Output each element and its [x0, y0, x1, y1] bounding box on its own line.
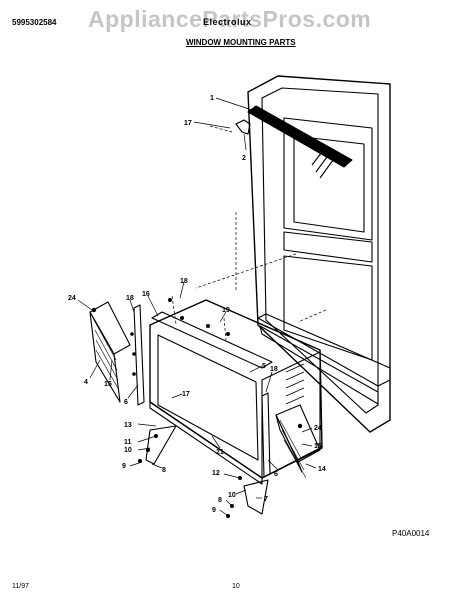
callout-11: 11: [124, 439, 132, 446]
callout-19: 19: [222, 307, 230, 314]
watermark: AppliancePartsPros.com: [88, 6, 372, 32]
callout-9: 9: [122, 463, 126, 470]
top-mounting-rail: [235, 105, 353, 168]
callout-15: 15: [314, 443, 322, 450]
left-side-panel: [89, 301, 131, 403]
left-strip: [133, 304, 145, 406]
part-number: 5995302584: [12, 18, 57, 27]
callout-18: 18: [126, 295, 134, 302]
window-frame: [247, 75, 391, 433]
callout-5: 5: [262, 363, 266, 370]
callout-8: 8: [162, 467, 166, 474]
right-strip: [261, 392, 271, 478]
callout-17: 17: [184, 120, 192, 127]
right-support-bracket: [243, 479, 269, 515]
callout-6: 6: [274, 471, 278, 478]
callout-18: 18: [180, 278, 188, 285]
callout-18: 18: [270, 366, 278, 373]
brand-name: Electrolux: [203, 17, 252, 27]
page-number: 10: [232, 583, 240, 590]
callout-4: 4: [84, 379, 88, 386]
callout-10: 10: [124, 447, 132, 454]
diagram-reference: P40A0014: [392, 529, 430, 538]
callout-14: 14: [318, 466, 326, 473]
callout-24: 24: [314, 425, 322, 432]
left-support-bracket: [145, 425, 177, 465]
footer-date: 11/97: [12, 583, 29, 590]
callout-12: 12: [212, 470, 220, 477]
callout-16: 16: [142, 291, 150, 298]
callout-21: 21: [216, 449, 224, 456]
top-channel: [151, 311, 273, 369]
callout-10: 10: [228, 492, 236, 499]
callout-8: 8: [218, 497, 222, 504]
callout-24: 24: [68, 295, 76, 302]
callout-13: 13: [124, 422, 132, 429]
callout-2: 2: [242, 155, 246, 162]
callout-6: 6: [124, 399, 128, 406]
callout-1: 1: [210, 95, 214, 102]
callout-15: 15: [104, 381, 112, 388]
right-side-panel: [275, 404, 321, 479]
cabinet: [149, 299, 323, 485]
callout-17: 17: [182, 391, 190, 398]
callout-9: 9: [212, 507, 216, 514]
callout-7: 7: [264, 496, 268, 503]
page-title: WINDOW MOUNTING PARTS: [186, 38, 296, 47]
